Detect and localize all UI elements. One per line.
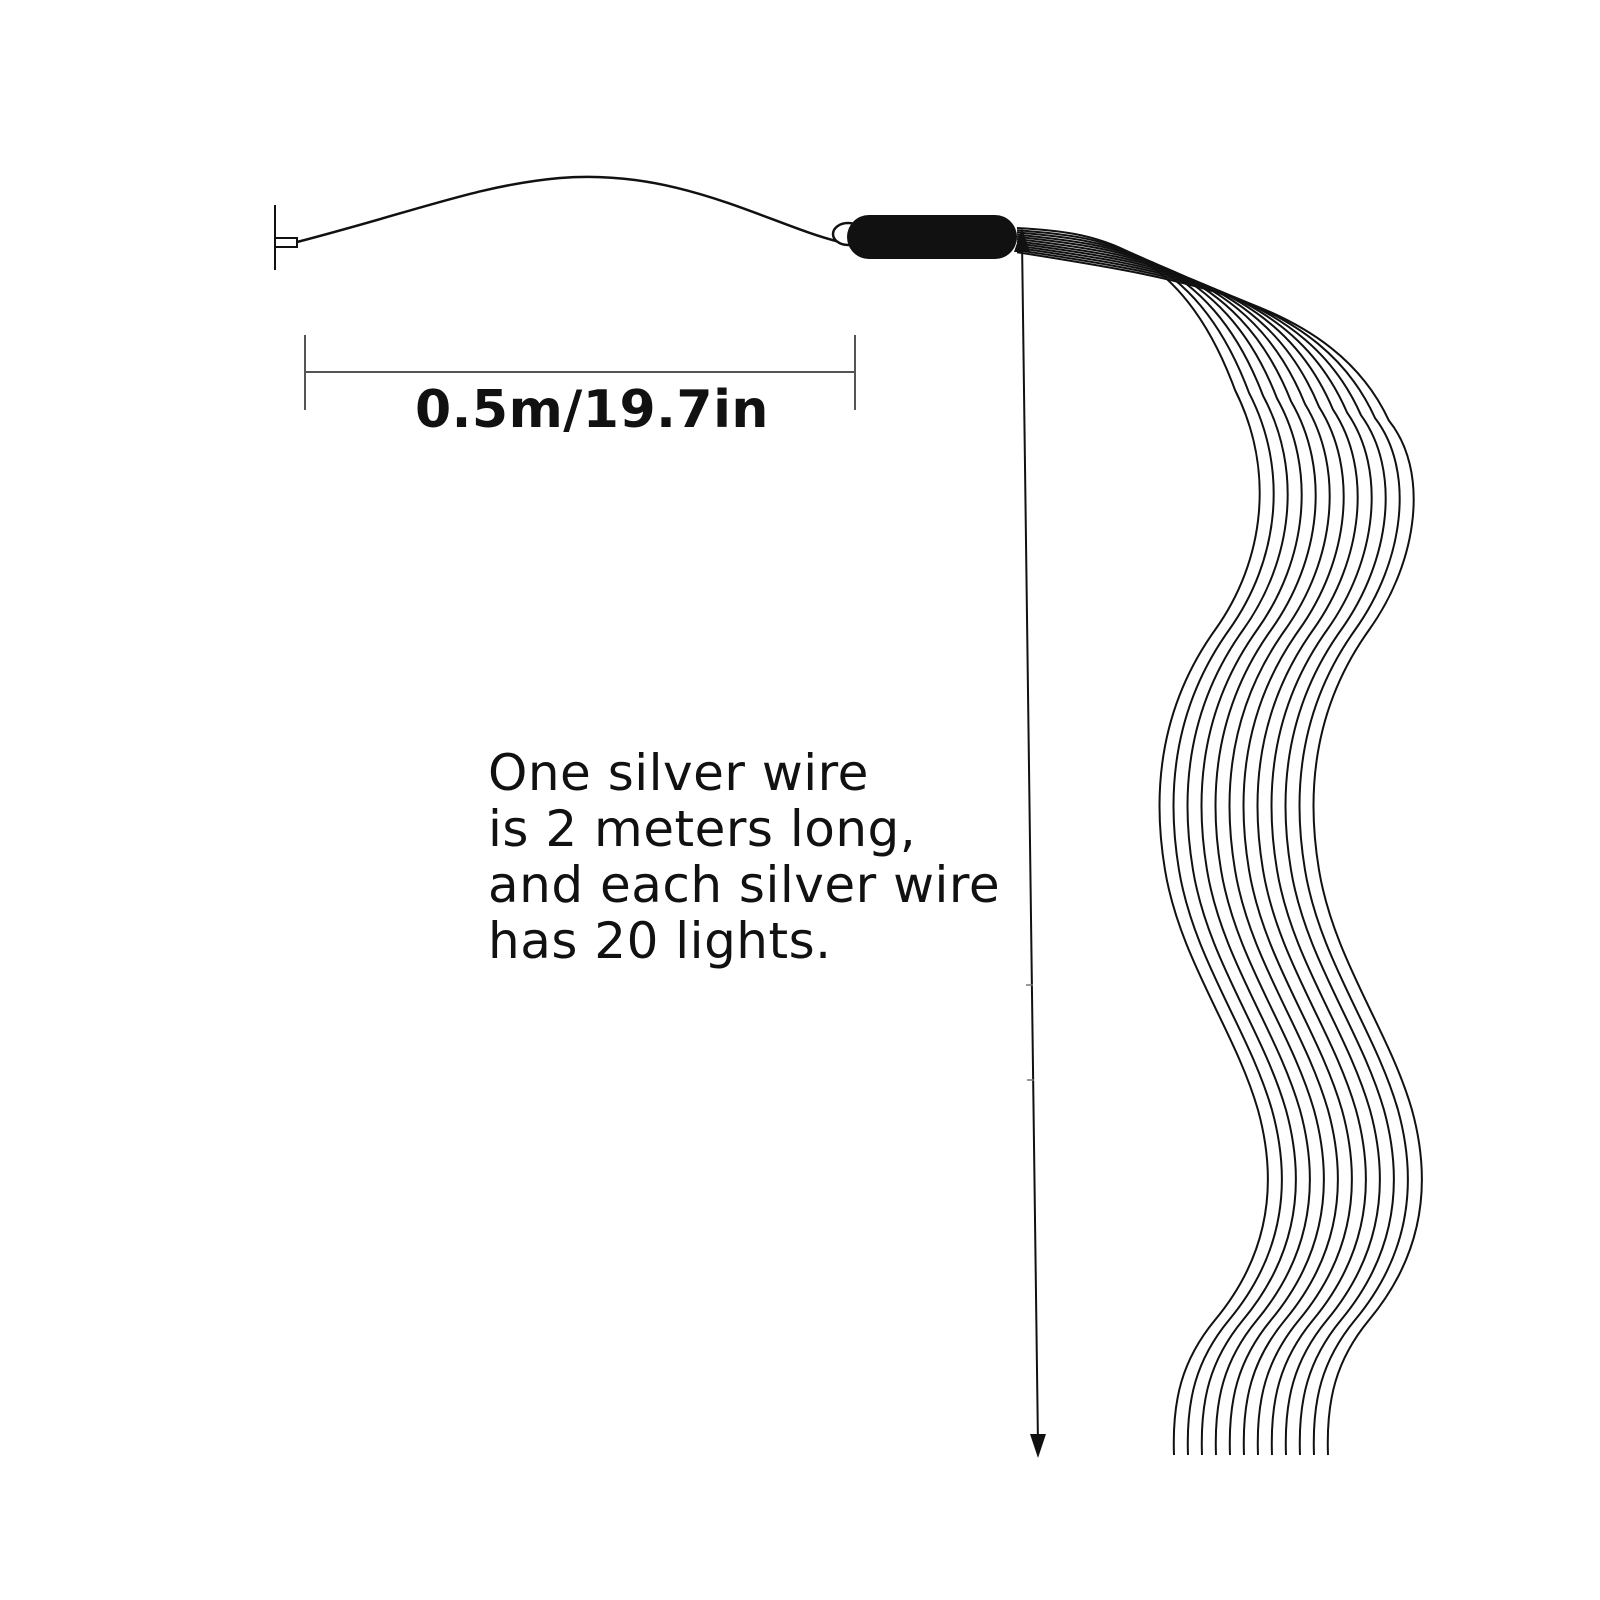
light-strand xyxy=(1016,249,1409,1456)
lead-length-label: 0.5m/19.7in xyxy=(415,380,769,440)
description-line-4: has 20 lights. xyxy=(488,912,832,970)
light-strand xyxy=(1016,238,1339,1456)
light-strand xyxy=(1016,251,1423,1456)
description-line-2: is 2 meters long, xyxy=(488,800,917,858)
description-text: One silver wire is 2 meters long, and ea… xyxy=(488,745,1000,969)
light-strand xyxy=(1016,231,1297,1456)
strand-length-arrow xyxy=(1014,228,1046,1458)
controller-box xyxy=(847,215,1017,259)
light-strand xyxy=(1016,227,1269,1456)
light-strand xyxy=(1016,240,1353,1456)
lead-dimension-line xyxy=(304,335,856,410)
light-strand xyxy=(1016,244,1381,1456)
light-strand xyxy=(1016,229,1283,1456)
description-line-3: and each silver wire xyxy=(488,856,1001,914)
plug-connector xyxy=(274,205,298,270)
light-strands xyxy=(1016,227,1423,1456)
light-strand xyxy=(1016,246,1395,1456)
light-strand xyxy=(1016,242,1367,1456)
light-strand xyxy=(1016,233,1311,1456)
description-line-1: One silver wire xyxy=(488,744,869,802)
light-strand xyxy=(1016,235,1325,1456)
lead-wire xyxy=(296,175,841,244)
